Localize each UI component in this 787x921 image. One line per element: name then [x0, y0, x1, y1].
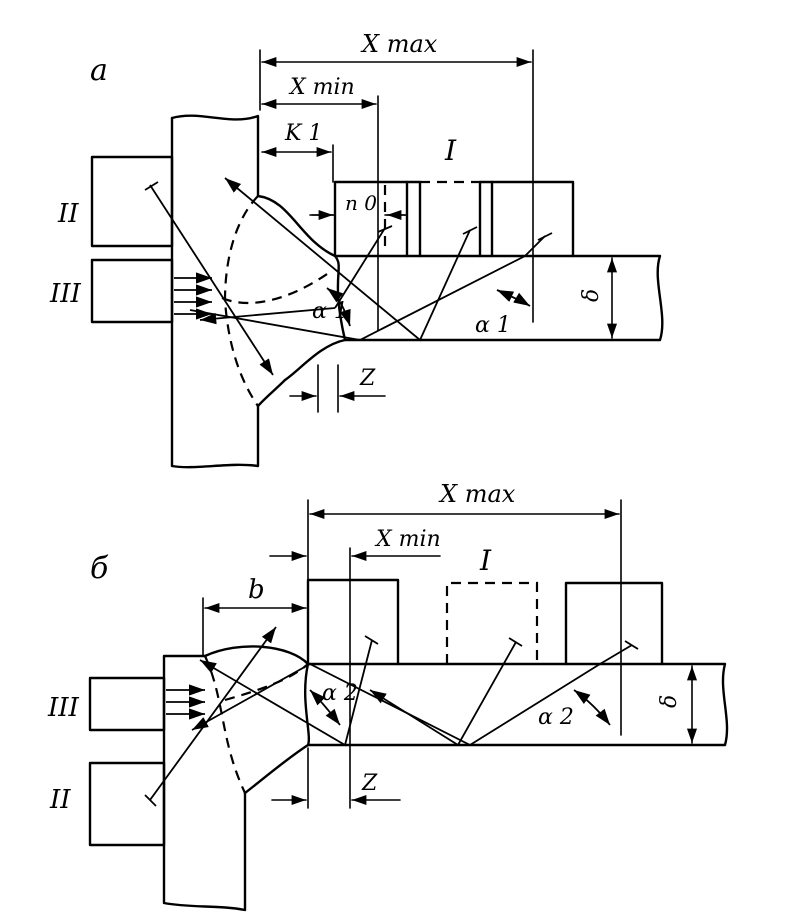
zone-III-label-b: III — [47, 693, 80, 723]
panel-label-b: б — [90, 551, 109, 586]
ray-I-reflect-a — [224, 177, 471, 342]
alpha-arc-2-a — [496, 289, 531, 307]
delta-label-a: δ — [579, 289, 604, 302]
alpha-label-1-b: α 2 — [322, 681, 358, 706]
transducer-II-b — [88, 761, 166, 847]
ray-I-tick1-a — [377, 225, 393, 233]
alpha-arc-1-a — [326, 287, 351, 327]
xmin-label-a: X min — [288, 75, 355, 100]
transducer-I-pos1-b — [306, 578, 400, 666]
alpha-label-2-b: α 2 — [538, 705, 574, 730]
alpha-arc-2-b — [573, 689, 611, 726]
ray-I-tick2-a — [462, 226, 478, 235]
z-label-a: Z — [359, 366, 376, 391]
ray-II-b — [149, 626, 277, 801]
ray-I-tick3-a — [537, 232, 553, 241]
figure-b: б X max X min b I III II — [47, 480, 729, 912]
zone-III-label-a: III — [49, 279, 82, 309]
k1-label-a: K 1 — [284, 121, 322, 146]
ray-II-tick-b — [144, 794, 157, 807]
ray-II-tick-a — [144, 181, 159, 191]
weld-profile-b — [203, 645, 310, 795]
xmax-label-a: X max — [360, 30, 438, 58]
fusion-boundary-b — [203, 655, 246, 794]
transducer-III-a — [90, 258, 174, 324]
alpha-label-2-a: α 1 — [475, 313, 511, 338]
horizontal-plate-a — [333, 254, 664, 342]
transducer-III-b — [88, 676, 166, 732]
zone-II-label-a: II — [57, 199, 79, 229]
transducer-I-pos-mid-b — [445, 581, 539, 664]
ray-II-a — [149, 184, 274, 376]
ray-I-far-a — [189, 235, 546, 341]
transducer-I-pos2-b — [564, 581, 664, 666]
xmax-extension-a — [259, 49, 534, 323]
n0-label-a: n 0 — [345, 191, 377, 215]
ray-I-tick1-b — [364, 635, 379, 645]
transducer-I-pos2-a — [478, 180, 575, 258]
xmin-label-b: X min — [374, 527, 441, 552]
z-label-b: Z — [361, 771, 378, 796]
alpha-arc-1-b — [309, 689, 341, 726]
z-extension-a — [317, 364, 339, 413]
b-label-b: b — [248, 575, 265, 605]
xmax-label-b: X max — [438, 480, 516, 508]
xmax-extension-b — [307, 499, 622, 736]
zone-I-label-b: I — [479, 544, 492, 577]
transducer-II-a — [90, 155, 174, 248]
horizontal-plate-b — [306, 662, 729, 747]
delta-label-b: δ — [657, 695, 682, 708]
zone-I-label-a: I — [444, 134, 457, 167]
vertical-plate-a — [170, 114, 260, 469]
ray-I-tick2-b — [508, 637, 523, 647]
figure-a: а X max X min K 1 n 0 — [49, 30, 664, 469]
ray-I-direct-b — [199, 639, 373, 747]
root-boundary-a — [221, 271, 331, 305]
alpha-label-1-a: α 1 — [312, 299, 348, 324]
ray-I-tick3-b — [624, 640, 639, 650]
ray-I-far-b — [191, 644, 633, 747]
zone-II-label-b: II — [49, 785, 71, 815]
vertical-plate-b — [162, 654, 247, 912]
panel-label-a: а — [90, 53, 108, 88]
